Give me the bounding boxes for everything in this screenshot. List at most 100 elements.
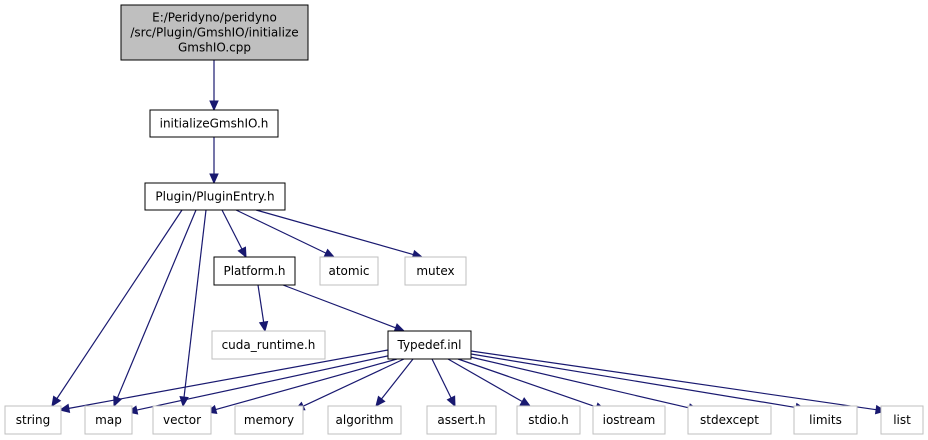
node-box <box>687 405 772 435</box>
node-algorithm: algorithm <box>327 405 402 435</box>
edge-line <box>68 349 389 409</box>
arrowhead-icon <box>519 397 532 407</box>
node-cuda-runtime-h: cuda_runtime.h <box>211 330 326 360</box>
edge-Platform_h-to-cuda_runtime_h <box>257 284 269 333</box>
node-box <box>327 405 402 435</box>
edge-line <box>183 209 207 398</box>
node-label: iostream <box>603 413 656 427</box>
edge-line <box>136 354 393 411</box>
node-box <box>144 182 286 211</box>
edges-layer <box>51 60 887 415</box>
node-box <box>319 256 379 286</box>
node-label: string <box>16 413 50 427</box>
node-label: cuda_runtime.h <box>222 338 316 352</box>
node-limits: limits <box>793 405 858 435</box>
edge-PluginEntry_h-to-mutex <box>255 209 424 260</box>
node-box <box>213 256 296 286</box>
edge-Typedef_inl-to-memory <box>293 358 405 411</box>
node-root[interactable]: E:/Peridyno/peridyno/src/Plugin/GmshIO/i… <box>120 4 309 61</box>
node-label: vector <box>163 413 201 427</box>
node-label: memory <box>244 413 294 427</box>
node-atomic: atomic <box>319 256 379 286</box>
node-list: list <box>880 405 924 435</box>
node-memory: memory <box>234 405 304 435</box>
edge-line <box>235 209 327 254</box>
edge-initializeGmshIO_h-to-PluginEntry_h <box>209 137 219 185</box>
node-Typedef-inl[interactable]: Typedef.inl <box>387 330 472 360</box>
edge-line <box>457 358 597 408</box>
arrowhead-icon <box>237 246 247 259</box>
node-label: list <box>893 413 911 427</box>
edge-PluginEntry_h-to-map <box>113 209 197 408</box>
arrowhead-icon <box>209 173 219 185</box>
edge-line <box>215 358 398 411</box>
edge-Typedef_inl-to-algorithm <box>375 358 414 407</box>
node-label: limits <box>809 413 842 427</box>
node-vector: vector <box>152 405 212 435</box>
edge-root-to-initializeGmshIO_h <box>209 60 219 112</box>
node-box <box>426 405 497 435</box>
edge-Typedef_inl-to-string <box>58 349 389 413</box>
arrowhead-icon <box>375 395 386 407</box>
arrowhead-icon <box>179 396 189 408</box>
node-box <box>120 4 309 61</box>
edge-line <box>431 358 452 399</box>
node-box <box>4 405 62 435</box>
arrowhead-icon <box>51 395 62 408</box>
node-label: E:/Peridyno/peridyno <box>152 11 277 25</box>
node-box <box>880 405 924 435</box>
node-box <box>516 405 581 435</box>
arrowhead-icon <box>258 320 269 333</box>
node-iostream: iostream <box>592 405 666 435</box>
edge-Typedef_inl-to-map <box>126 354 393 415</box>
arrowhead-icon <box>113 395 123 408</box>
node-initializeGmshIO-h[interactable]: initializeGmshIO.h <box>149 109 279 138</box>
node-label: assert.h <box>437 413 485 427</box>
node-box <box>149 109 279 138</box>
edge-line <box>56 209 183 399</box>
node-box <box>404 256 467 286</box>
edge-PluginEntry_h-to-Platform_h <box>221 209 247 259</box>
node-box <box>793 405 858 435</box>
node-label: Plugin/PluginEntry.h <box>155 190 274 204</box>
node-stdio-h: stdio.h <box>516 405 581 435</box>
edge-PluginEntry_h-to-string <box>51 209 183 408</box>
node-box <box>152 405 212 435</box>
node-mutex: mutex <box>404 256 467 286</box>
edge-Platform_h-to-Typedef_inl <box>282 284 406 333</box>
edge-line <box>257 284 265 323</box>
node-label: atomic <box>328 264 369 278</box>
node-label: mutex <box>416 264 454 278</box>
arrowhead-icon <box>393 323 406 333</box>
node-label: /src/Plugin/GmshIO/initialize <box>130 26 298 40</box>
node-label: Platform.h <box>223 264 285 278</box>
arrowhead-icon <box>446 395 456 408</box>
node-label: GmshIO.cpp <box>178 41 251 55</box>
edge-Typedef_inl-to-assert_h <box>431 358 456 408</box>
arrowhead-icon <box>209 100 219 112</box>
node-label: map <box>95 413 122 427</box>
edge-Typedef_inl-to-list <box>470 350 887 415</box>
edge-Typedef_inl-to-stdexcept <box>465 355 700 413</box>
edge-PluginEntry_h-to-atomic <box>235 209 336 258</box>
edge-line <box>447 358 523 403</box>
node-PluginEntry-h[interactable]: Plugin/PluginEntry.h <box>144 182 286 211</box>
node-box <box>211 330 326 360</box>
node-stdexcept: stdexcept <box>687 405 772 435</box>
node-box <box>234 405 304 435</box>
node-box <box>84 405 133 435</box>
node-box <box>387 330 472 360</box>
node-Platform-h[interactable]: Platform.h <box>213 256 296 286</box>
edge-line <box>470 353 797 409</box>
node-string: string <box>4 405 62 435</box>
node-map: map <box>84 405 133 435</box>
node-label: initializeGmshIO.h <box>160 117 269 131</box>
edge-line <box>282 284 396 329</box>
edge-line <box>465 355 690 409</box>
node-label: algorithm <box>336 413 394 427</box>
arrowhead-icon <box>323 248 336 258</box>
node-label: stdexcept <box>700 413 759 427</box>
edge-line <box>255 209 414 256</box>
arrowhead-icon <box>58 403 71 413</box>
